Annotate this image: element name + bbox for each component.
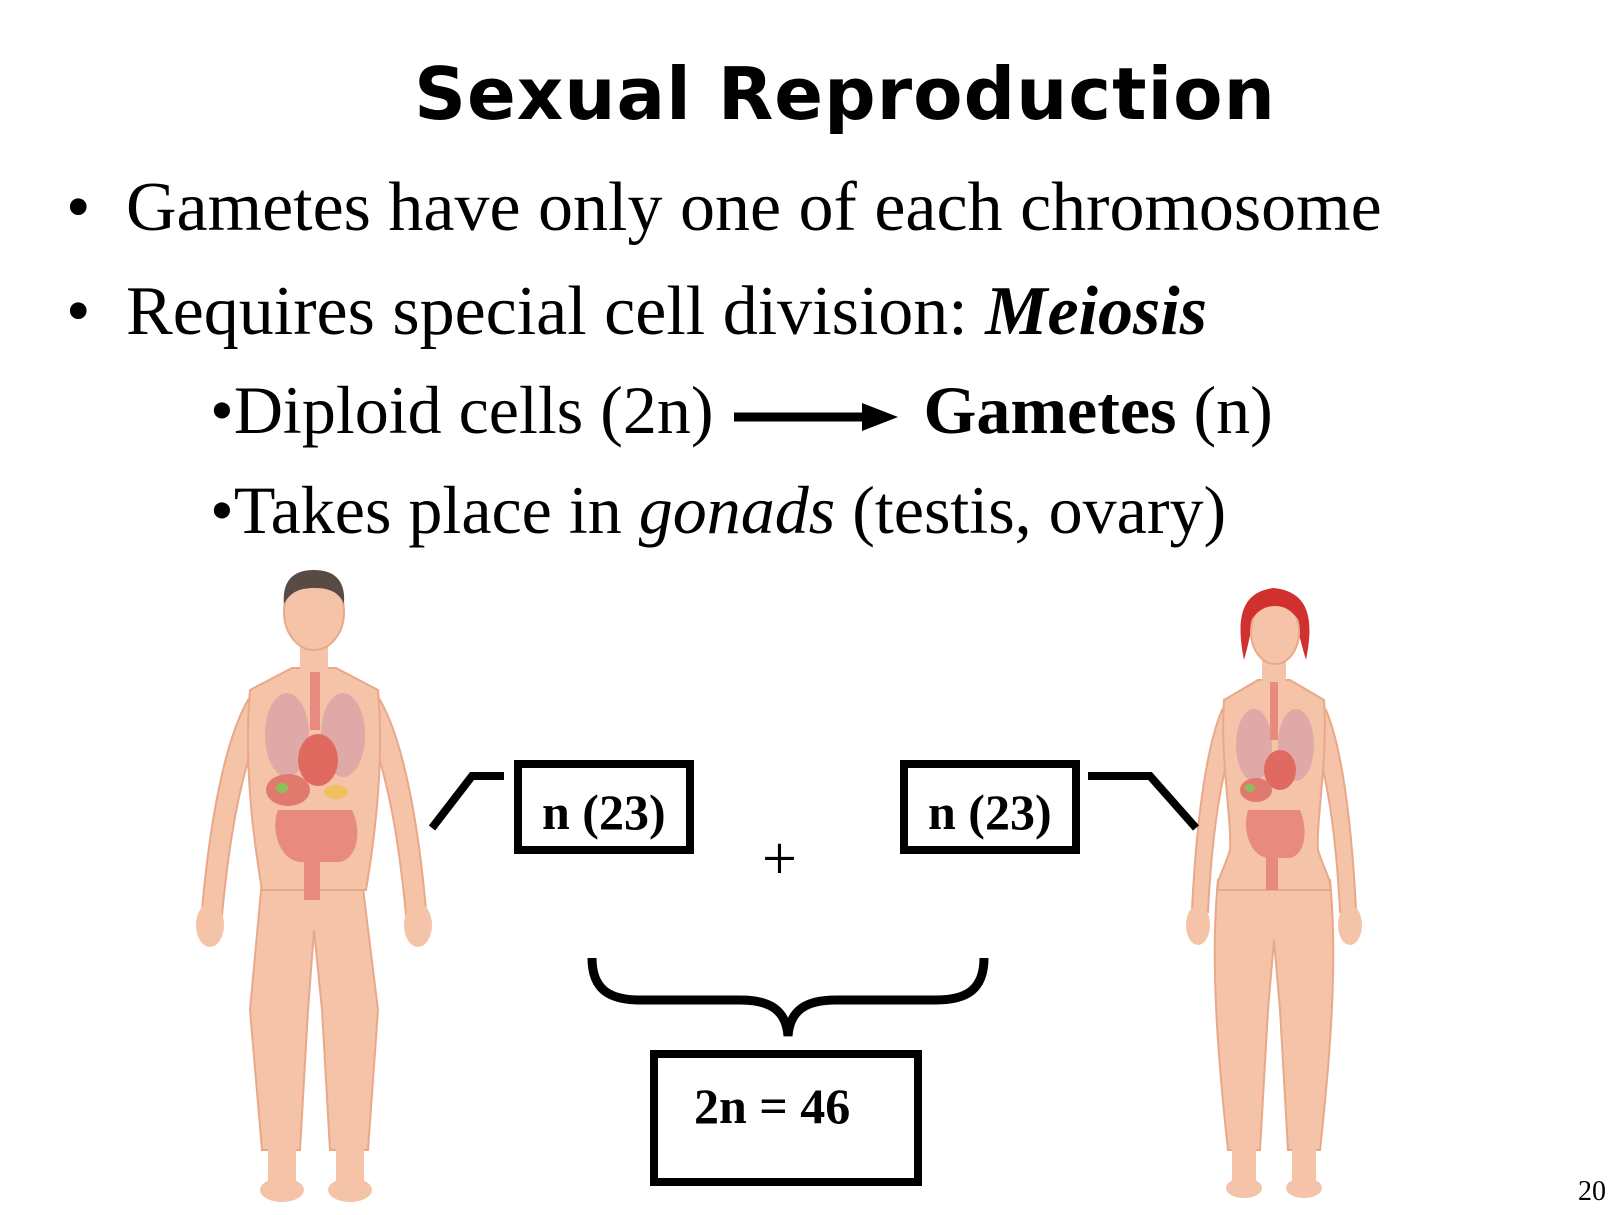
male-body-illustration [196, 570, 432, 1202]
gonads-suffix: (testis, ovary) [835, 472, 1227, 548]
male-gamete-label: n (23) [542, 784, 666, 840]
zygote-label: 2n = 46 [694, 1078, 851, 1134]
male-gamete-box: n (23) [514, 760, 694, 854]
bullet-glyph: • [66, 169, 91, 246]
female-body-illustration [1186, 588, 1362, 1198]
combining-brace [587, 957, 989, 1037]
bullet-gametes: • Gametes have only one of each chromosom… [66, 168, 1382, 248]
sub-bullet-glyph: • [210, 372, 234, 448]
slide-title: Sexual Reproduction [414, 52, 1276, 136]
gametes-term: Gametes [923, 372, 1177, 448]
meiosis-term: Meiosis [985, 273, 1207, 350]
arrow-icon [714, 397, 924, 437]
female-gamete-box: n (23) [900, 760, 1080, 854]
plus-sign: + [762, 825, 797, 893]
sub-bullet-glyph: • [210, 472, 234, 548]
bullet-meiosis-text: Requires special cell division: [126, 273, 986, 350]
page-number: 20 [1578, 1176, 1606, 1207]
right-connector-line [1088, 772, 1199, 831]
bullet-gametes-text: Gametes have only one of each chromosome [126, 169, 1382, 246]
gametes-ploidy: (n) [1176, 372, 1273, 448]
gonads-term: gonads [638, 472, 836, 548]
bullet-glyph: • [66, 273, 91, 350]
zygote-box: 2n = 46 [650, 1050, 922, 1186]
sub-bullet-diploid: •Diploid cells (2n) Gametes (n) [210, 370, 1273, 450]
diploid-text: Diploid cells (2n) [233, 372, 714, 448]
bullet-meiosis: • Requires special cell division: Meiosis [66, 272, 1207, 352]
gonads-prefix: Takes place in [233, 472, 639, 548]
sub-bullet-gonads: •Takes place in gonads (testis, ovary) [210, 470, 1226, 550]
left-connector-line [428, 772, 504, 831]
female-gamete-label: n (23) [928, 784, 1052, 840]
